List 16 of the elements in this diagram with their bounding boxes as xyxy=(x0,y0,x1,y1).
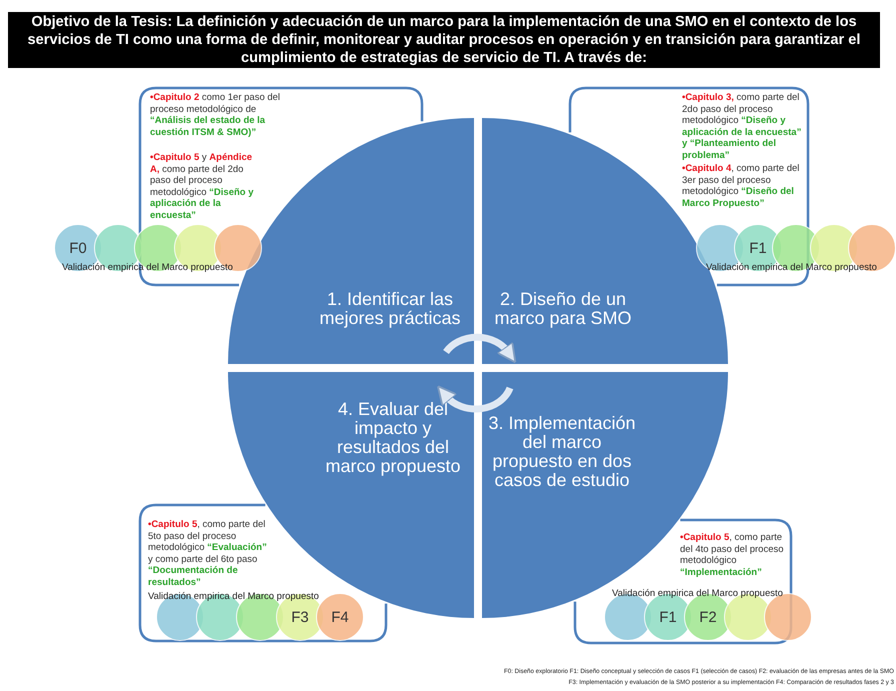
step-label: 3. Implementación del marco propuesto en dos casos de estudio xyxy=(488,414,636,490)
bullet-text: •Capitulo 2 como 1er paso del proceso metodológico de “Análisis del estado de la cuestión ITSM & SMO)” xyxy=(150,92,282,138)
cycle-arrow xyxy=(436,386,514,412)
cycle-arrow xyxy=(443,334,517,363)
bullet-text: •Capitulo 3, como parte del 2do paso del proceso metodológico “Diseño y aplicación de la encuesta” y “Planteamiento del problema” xyxy=(682,92,802,161)
phase-caption: Validación empirica del Marco propuesto xyxy=(148,591,319,602)
step-label: 2. Diseño de un marco para SMO xyxy=(493,290,633,328)
bullet-text: •Capitulo 4, como parte del 3er paso del proceso metodológico “Diseño del Marco Propuesto” xyxy=(682,163,800,209)
bullet-text: •Capitulo 5, como parte del 5to paso del proceso metodológico “Evaluación” y como parte del 6to paso “Documentación de resultados” xyxy=(148,519,268,588)
phase-caption: Validación empirica del Marco propuesto xyxy=(62,262,233,273)
step-label: 1. Identificar las mejores prácticas xyxy=(318,290,462,328)
step-label: 4. Evaluar del impacto y resultados del marco propuesto xyxy=(324,400,462,476)
bullet-text: •Capitulo 5 y Apéndice A, como parte del 2do paso del proceso metodológico “Diseño y aplicación de la encuesta” xyxy=(150,152,255,221)
title-banner: Objetivo de la Tesis: La definición y adecuación de un marco para la implementación de una SMO en el contexto de los servicios de TI como una forma de definir, monitorear y auditar procesos en operación y en transición para garantizar el cumplimiento de estrategias de servicio de TI. A través de: xyxy=(8,12,880,68)
phase-caption: Validación empirica del Marco propuesto xyxy=(706,262,877,273)
bullet-text: •Capitulo 5, como parte del 4to paso del proceso metodológico “Implementación” xyxy=(680,532,785,578)
